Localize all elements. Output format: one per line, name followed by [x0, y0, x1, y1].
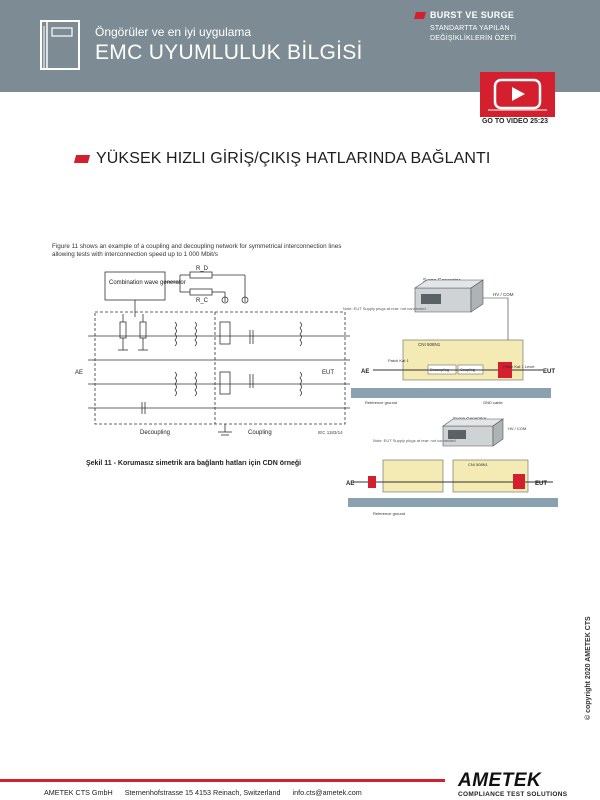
footer-company: AMETEK CTS GmbH [44, 788, 113, 797]
book-icon [40, 20, 80, 70]
rd-label: R_D [196, 266, 209, 272]
rc-label: R_C [196, 298, 209, 304]
ae-label: AE [75, 370, 83, 376]
ae-setup-1: AE [361, 369, 369, 375]
note-label-2: Note: EUT Supply plugs at rear: not conn… [373, 438, 456, 443]
patch2-label-1: Patch Kat 1 Level [503, 364, 534, 369]
resistor-rc [189, 288, 213, 296]
generator-label: Combination wave generator [109, 280, 186, 286]
hv-com-label-1: HV / COM [493, 292, 514, 297]
figure-caption: Şekil 11 - Korumasız simetrik ara bağlan… [86, 460, 302, 467]
note-label-1: Note: EUT Supply plugs at rear: not conn… [343, 306, 426, 311]
ae-setup-2: AE [346, 481, 354, 487]
header-band: Öngörüler ve en iyi uygulama EMC UYUMLUL… [0, 0, 600, 92]
header-subtitle: Öngörüler ve en iyi uygulama [95, 25, 252, 39]
footer-address: Sternenhofstrasse 15 4153 Reinach, Switz… [124, 788, 281, 797]
footer-line [0, 779, 445, 782]
topic-marker [414, 12, 426, 19]
section-title: YÜKSEK HIZLI GİRİŞ/ÇIKIŞ HATLARINDA BAĞL… [96, 150, 491, 167]
ametek-logo: AMETEK COMPLIANCE TEST SOLUTIONS [458, 770, 586, 799]
coupling-label: Coupling [248, 430, 272, 436]
cdn-label-2: CNI 508N1 [468, 462, 489, 467]
logo-tagline: COMPLIANCE TEST SOLUTIONS [458, 791, 568, 798]
test-setup-illustrations: Surge Generator Note: EUT Supply plugs a… [343, 278, 558, 516]
play-icon [488, 78, 547, 111]
generator-box [104, 271, 166, 301]
header-title: EMC UYUMLULUK BİLGİSİ [95, 41, 363, 64]
eut-label: EUT [322, 370, 334, 376]
logo-word: AMETEK [458, 770, 542, 791]
patch-label-1: Patch Kat 1 [388, 358, 409, 363]
topic-title: BURST VE SURGE [430, 10, 515, 20]
gnd-cable-1: GND cable [483, 400, 503, 405]
reference-ground-1: Reference ground [365, 400, 397, 405]
cdn-circuit-diagram: Combination wave generator R_D R_C AE EU… [75, 266, 350, 436]
reference-ground-2: Reference ground [373, 511, 405, 516]
topic-subtitle: STANDARTTA YAPILAN DEĞİŞİKLİKLERİN ÖZETİ [430, 25, 517, 42]
eut-setup-2: EUT [535, 481, 547, 487]
iec-label: IEC 1183/14 [318, 430, 343, 435]
footer-email[interactable]: info.cts@ametek.com [292, 788, 362, 797]
cdn-label-1: CNI 508N1 [418, 342, 441, 347]
copyright-text: © copyright 2020 AMETEK CTS [585, 616, 592, 720]
figure-text: Figure 11 shows an example of a coupling… [52, 243, 342, 258]
decoupling-label: Decoupling [140, 430, 170, 436]
section-marker [73, 155, 91, 163]
footer-contact: AMETEK CTS GmbH Sternenhofstrasse 15 415… [44, 788, 372, 797]
video-button[interactable] [480, 72, 555, 117]
hv-com-label-2: HV / COM [508, 426, 526, 431]
video-link[interactable]: GO TO VIDEO 25:23 [481, 118, 548, 125]
surge-generator-label-2: Surge Generator [453, 416, 487, 421]
eut-setup-1: EUT [543, 369, 555, 375]
resistor-rd [189, 271, 213, 279]
